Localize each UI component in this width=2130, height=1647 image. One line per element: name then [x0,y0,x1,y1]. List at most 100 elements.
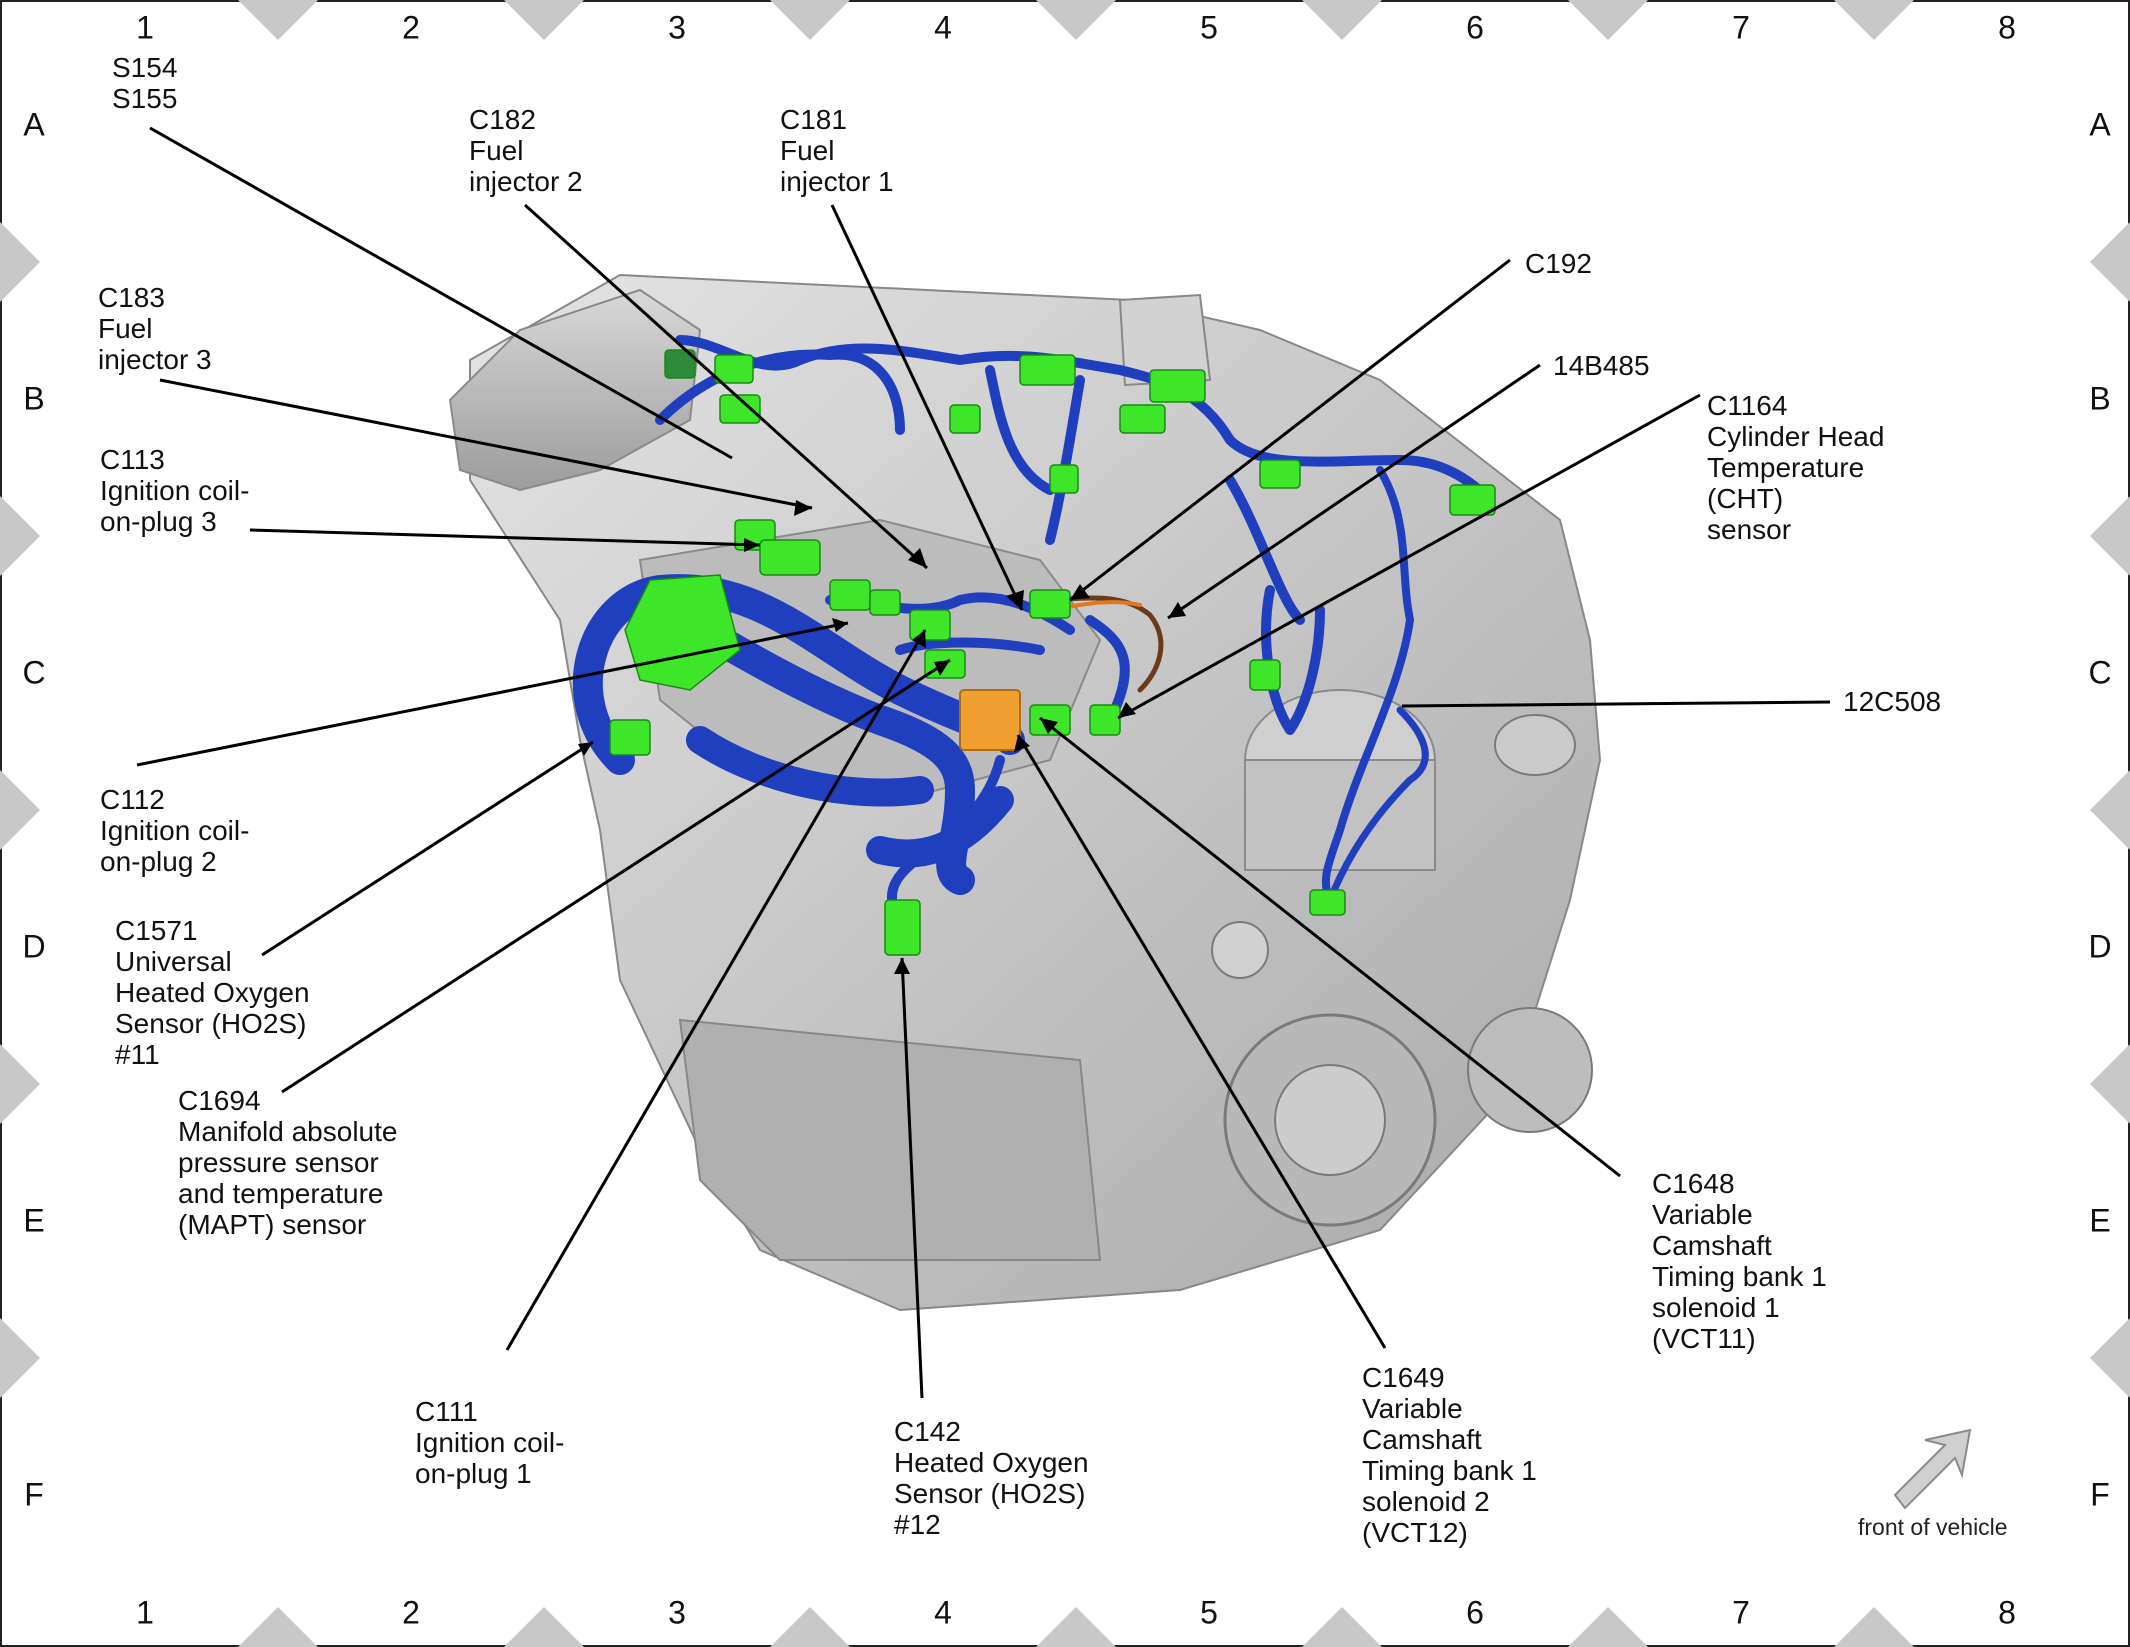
arrow-up-right-icon [1893,1428,1972,1510]
connector-12c508 [1309,889,1346,916]
border-diamond [0,222,40,302]
border-diamond [1568,1607,1648,1647]
grid-column-label-top: 8 [1998,9,2016,46]
splice-module-orange [959,689,1021,751]
thermostat-housing [1494,714,1576,776]
connector-c111 [909,609,951,641]
grid-column-label-top: 2 [402,9,420,46]
grid-row-label-left: E [23,1202,45,1239]
border-diamond [770,0,850,40]
oil-pan [678,1018,1102,1261]
border-diamond [0,496,40,576]
connector-c142 [884,899,921,956]
connector-right-1 [1259,459,1301,489]
border-diamond [0,1318,40,1398]
grid-column-label-bottom: 7 [1732,1594,1750,1631]
border-diamond [1036,1607,1116,1647]
grid-row-label-right: D [2088,928,2112,965]
border-diamond [2090,1044,2130,1124]
grid-row-label-left: A [23,106,45,143]
connector-c1571 [609,719,651,756]
crank-pulley-hub [1274,1064,1386,1176]
leader-arrowheads [578,500,1186,974]
grid-row-label-left: C [22,654,46,691]
callout-12c508: 12C508 [1843,686,1942,717]
harness-o2-branch [886,755,1005,925]
connector-c1164 [1089,704,1121,736]
grid-row-label-left: D [22,928,46,965]
border-diamond [504,0,584,40]
border-diamond [2090,770,2130,850]
connector-c183 [719,394,761,424]
grid-row-label-right: C [2088,654,2112,691]
border-diamond [1302,0,1382,40]
grid-column-label-bottom: 6 [1466,1594,1484,1631]
border-diamond [1834,1607,1914,1647]
connector-fuel-1b [1149,369,1206,403]
grid-column-label-top: 1 [136,9,154,46]
grid-column-label-bottom: 2 [402,1594,420,1631]
connector-c154 [664,349,696,379]
border-diamond [2090,496,2130,576]
grid-row-label-left: F [24,1476,44,1513]
grid-column-label-top: 4 [934,9,952,46]
engine-illustration [448,273,1602,1312]
grid-row-label-right: A [2089,106,2111,143]
connector-c113b [759,539,821,576]
connector-c112 [829,579,871,611]
grid-column-label-bottom: 3 [668,1594,686,1631]
connector-fuel-1c [1119,404,1166,434]
accessory-pulley [1467,1007,1593,1133]
connector-right-2 [1449,484,1496,516]
grid-column-label-bottom: 8 [1998,1594,2016,1631]
grid-column-label-top: 3 [668,9,686,46]
mounting-bracket [1118,293,1212,387]
callout-c192: C192 [1525,248,1592,279]
connector-c181 [1019,354,1076,386]
connector-c182 [714,354,754,384]
wiring-harness [572,335,1495,925]
grid-column-label-bottom: 1 [136,1594,154,1631]
intake-manifold [448,288,702,492]
grid-row-label-left: B [23,380,45,417]
border-diamond [0,1044,40,1124]
border-diamond [2090,222,2130,302]
connector-ignition-2b [869,589,901,616]
harness-right-branch [1321,466,1414,904]
border-diamond [1568,0,1648,40]
tensioner-pulley [1211,921,1269,979]
grid-column-label-bottom: 4 [934,1594,952,1631]
front-of-vehicle-label: front of vehicle [1858,1514,2008,1540]
border-diamond [1302,1607,1382,1647]
border-diamond [0,770,40,850]
connector-top-1 [949,404,981,434]
grid-row-label-right: B [2089,380,2111,417]
border-diamond [770,1607,850,1647]
grid-column-label-top: 6 [1466,9,1484,46]
border-diamond [2090,1318,2130,1398]
grid-column-label-top: 5 [1200,9,1218,46]
connector-right-3 [1249,659,1281,691]
grid-row-label-right: F [2090,1476,2110,1513]
border-diamond [504,1607,584,1647]
harness-upper-trunk [675,335,1495,505]
border-diamond [238,0,318,40]
harness-12c508-branch [1326,706,1429,904]
leader-lines [136,126,1831,1399]
connector-c192 [1029,589,1071,619]
border-diamond [1834,0,1914,40]
